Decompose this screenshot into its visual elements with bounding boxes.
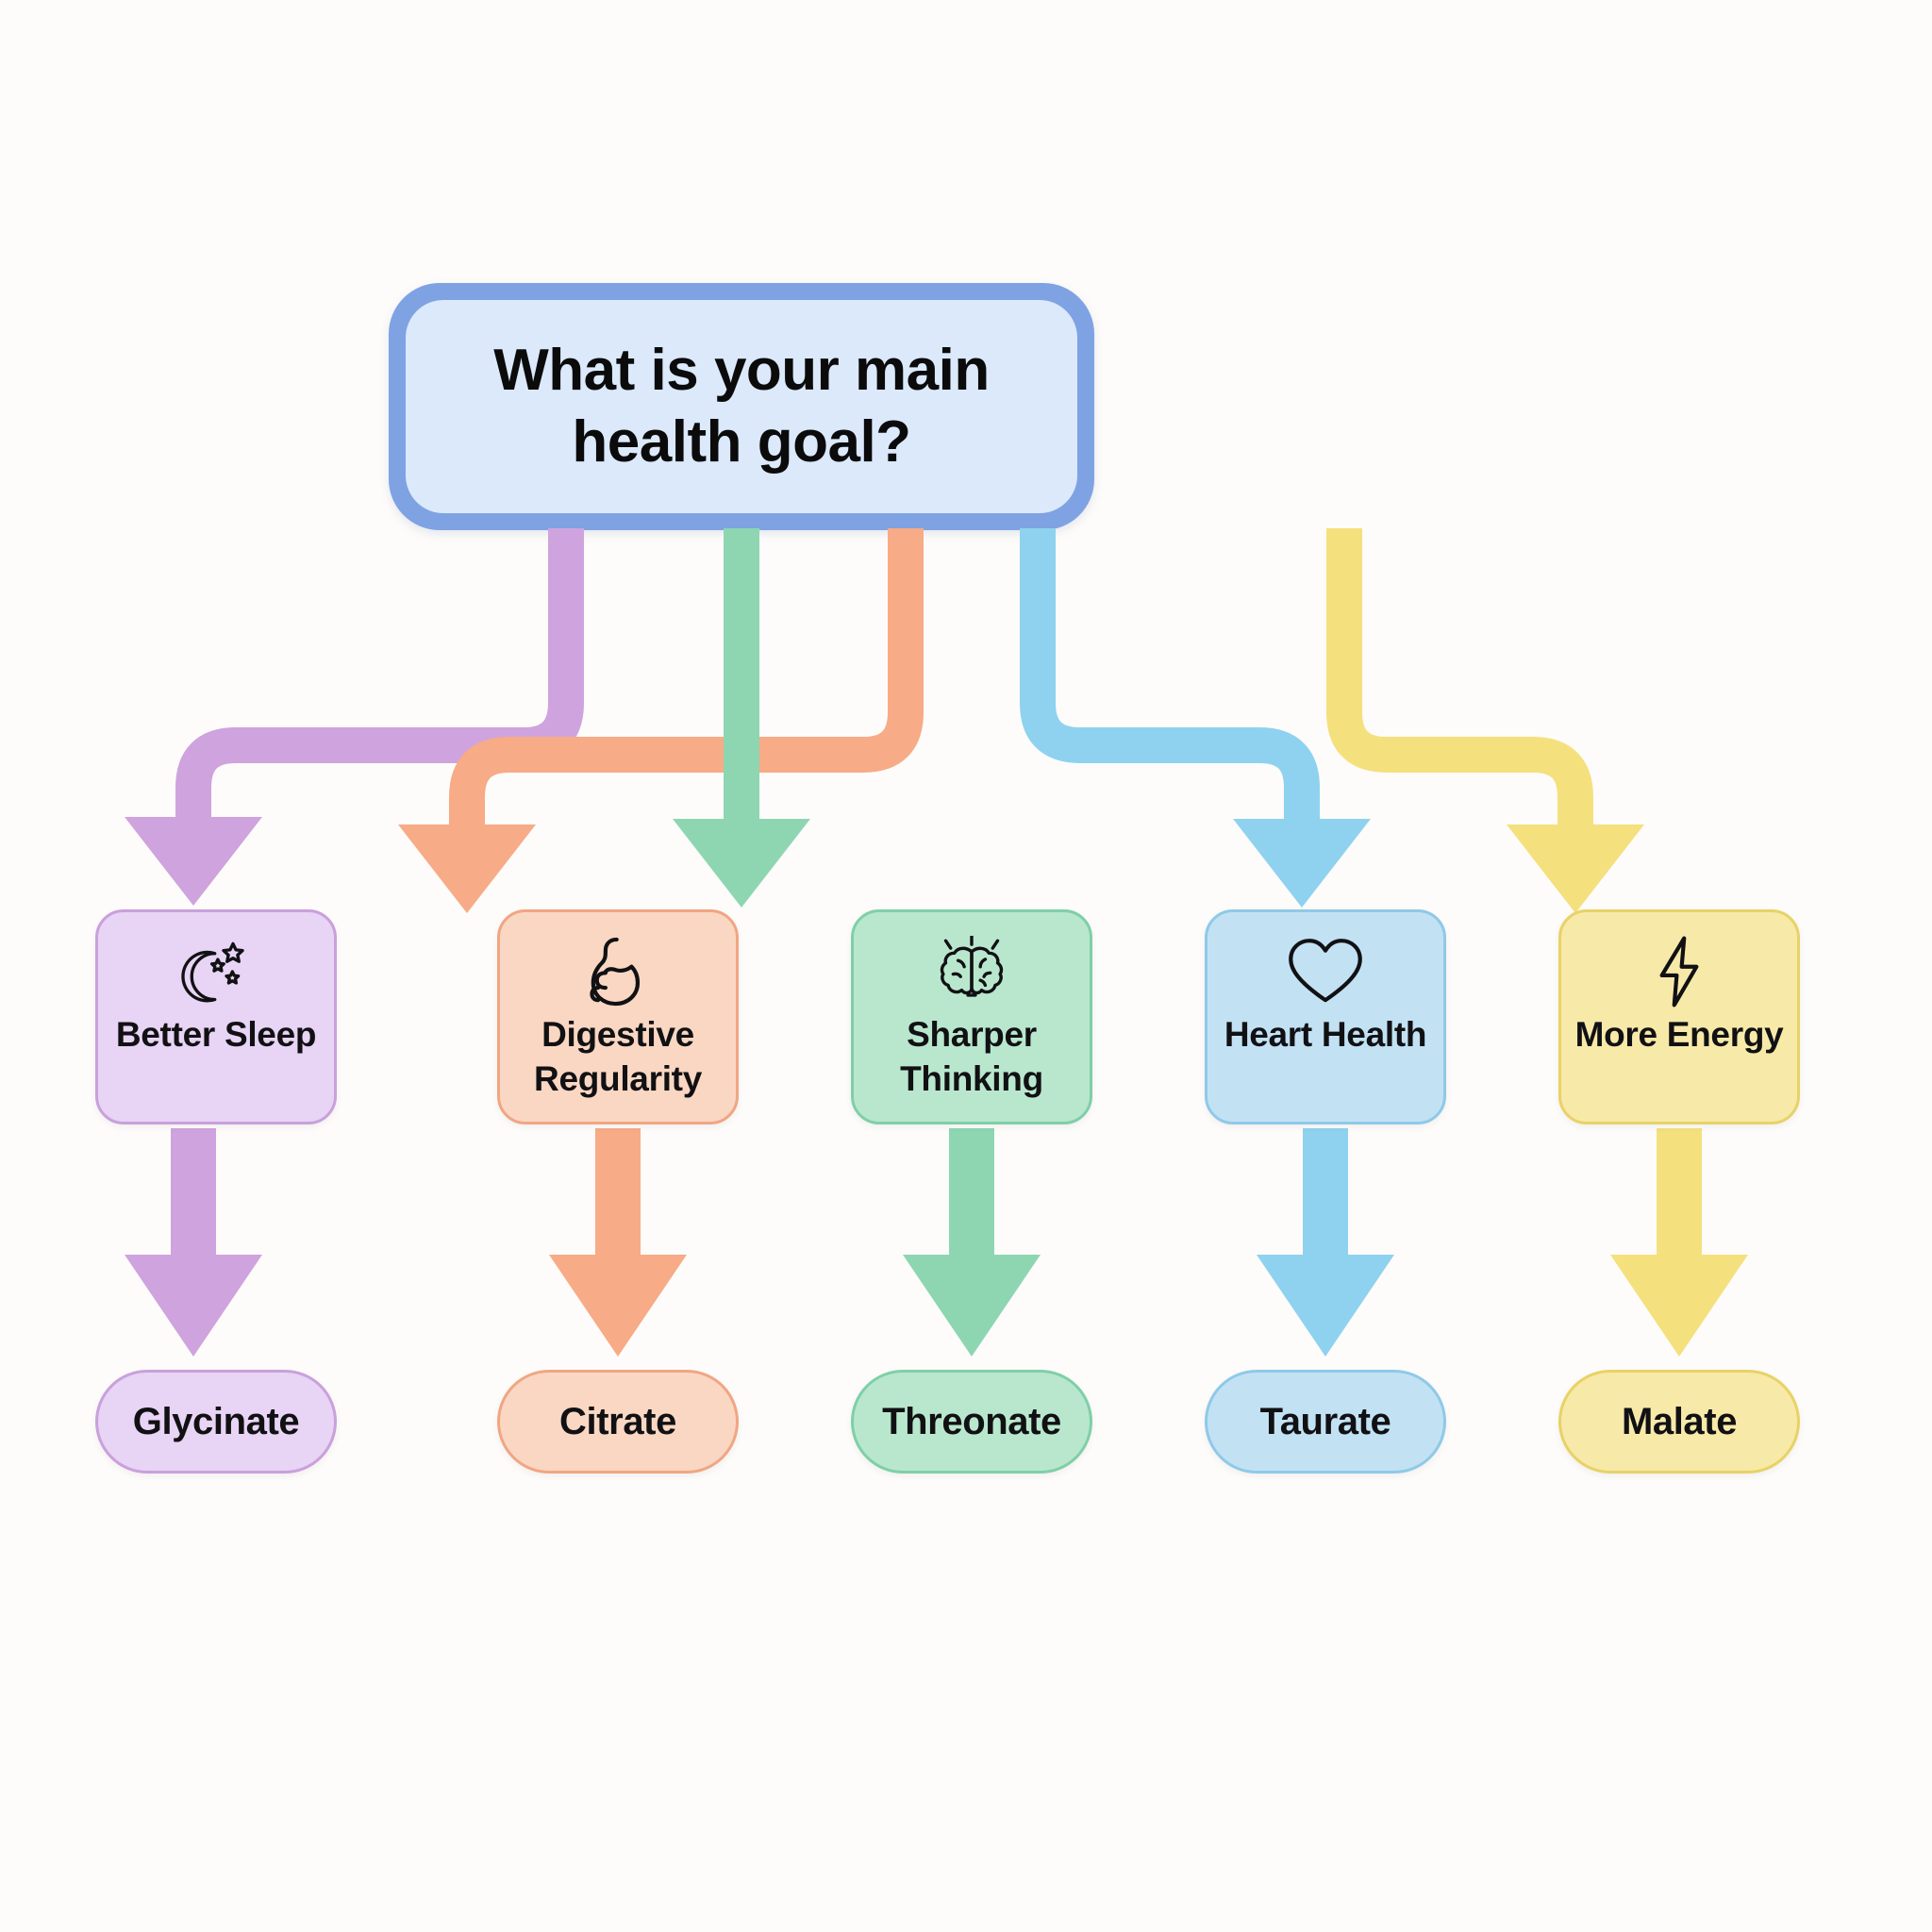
question-box[interactable]: What is your main health goal?	[389, 283, 1094, 530]
result-pill-label: Glycinate	[132, 1400, 300, 1442]
connector-arrow-better-sleep	[125, 528, 584, 906]
result-pill-taurate[interactable]: Taurate	[1205, 1370, 1446, 1474]
goal-card-digestive-regularity[interactable]: Digestive Regularity	[497, 909, 739, 1124]
connector-arrow-sharper-thinking	[673, 528, 810, 908]
goal-card-label: More Energy	[1574, 1015, 1784, 1054]
connector-arrow-thinking-to-threonate	[903, 1128, 1041, 1357]
result-pill-label: Malate	[1621, 1400, 1738, 1442]
goal-card-label: Heart Health	[1224, 1015, 1427, 1054]
goal-card-heart-health[interactable]: Heart Health	[1205, 909, 1446, 1124]
goal-card-more-energy[interactable]: More Energy	[1558, 909, 1800, 1124]
lightning-bolt-icon	[1651, 936, 1707, 1008]
heart-icon	[1286, 937, 1365, 1007]
connector-arrow-heart-to-taurate	[1257, 1128, 1394, 1357]
result-pill-malate[interactable]: Malate	[1558, 1370, 1800, 1474]
goal-card-label: Digestive Regularity	[534, 1015, 702, 1099]
connector-arrow-energy-to-malate	[1610, 1128, 1748, 1357]
goal-card-sharper-thinking[interactable]: Sharper Thinking	[851, 909, 1092, 1124]
connector-arrow-more-energy	[1326, 528, 1644, 913]
goal-card-better-sleep[interactable]: Better Sleep	[95, 909, 337, 1124]
result-pill-label: Threonate	[882, 1400, 1061, 1442]
result-pill-threonate[interactable]: Threonate	[851, 1370, 1092, 1474]
result-pill-label: Citrate	[559, 1400, 676, 1442]
connector-arrow-sleep-to-glycinate	[125, 1128, 262, 1357]
result-pill-citrate[interactable]: Citrate	[497, 1370, 739, 1474]
brain-icon	[930, 936, 1013, 1007]
connector-arrow-digestive-regularity	[398, 528, 924, 913]
goal-card-label: Better Sleep	[115, 1015, 317, 1054]
goal-card-label: Sharper Thinking	[900, 1015, 1043, 1099]
connector-arrow-heart-health	[1020, 528, 1371, 908]
result-pill-label: Taurate	[1259, 1400, 1391, 1442]
question-title: What is your main health goal?	[493, 338, 990, 475]
connector-arrow-digestive-to-citrate	[549, 1128, 687, 1357]
stomach-icon	[577, 937, 658, 1007]
question-box-inner: What is your main health goal?	[406, 300, 1077, 513]
crescent-moon-stars-icon	[175, 937, 257, 1007]
result-pill-glycinate[interactable]: Glycinate	[95, 1370, 337, 1474]
